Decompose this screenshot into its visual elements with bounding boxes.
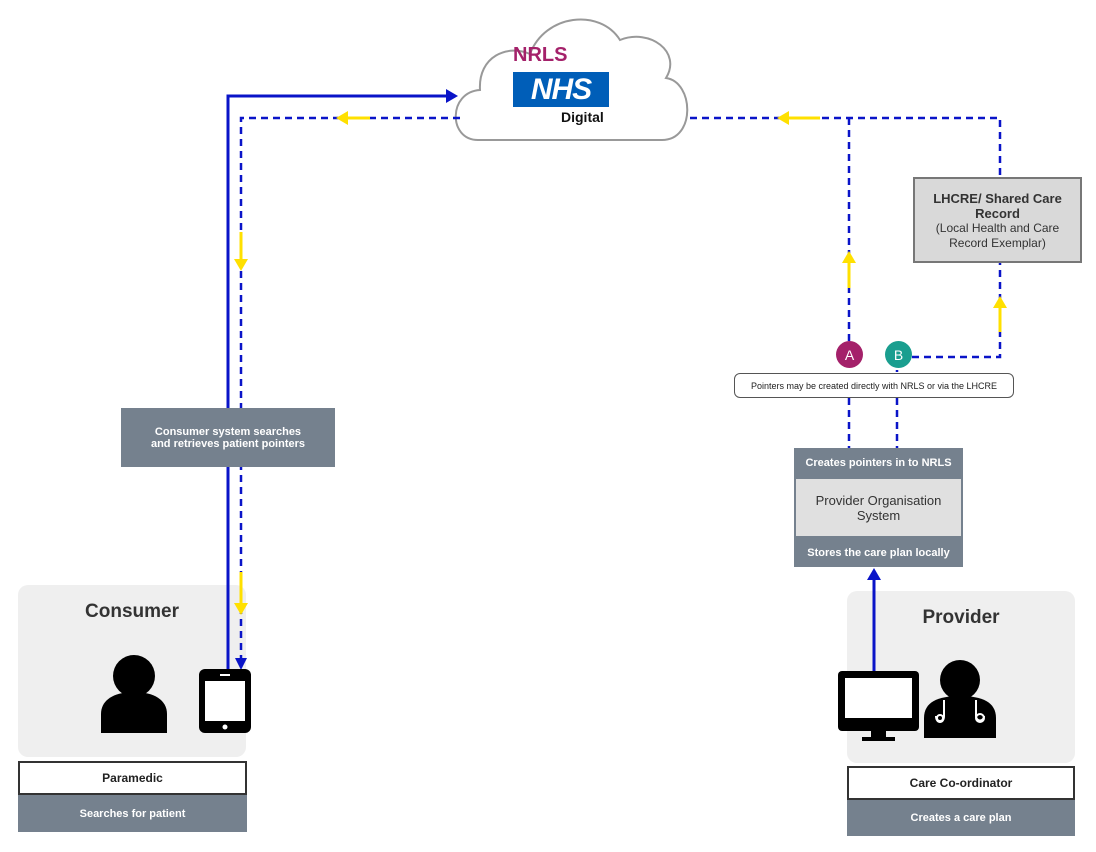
pointer-note: Pointers may be created directly with NR…	[734, 373, 1014, 398]
nrls-top-right-line	[690, 116, 1002, 178]
consumer-retrieve-line	[239, 116, 460, 662]
provider-panel-title: Provider	[922, 607, 1000, 628]
consumer-search-note: Consumer system searches and retrieves p…	[121, 408, 335, 467]
badge-a: A	[836, 341, 863, 368]
consumer-role: Paramedic	[18, 761, 247, 795]
badge-b: B	[885, 341, 912, 368]
provider-system-name: Provider Organisation System	[815, 492, 942, 523]
consumer-action: Searches for patient	[18, 795, 247, 832]
system-header: Creates pointers in to NRLS	[794, 448, 963, 477]
provider-system-box: Provider Organisation System	[794, 477, 963, 538]
pointer-path-b	[912, 263, 1002, 359]
lhcre-box: LHCRE/ Shared Care Record (Local Health …	[913, 177, 1082, 263]
doctor-icon	[924, 660, 996, 738]
yellow-flow-arrows	[234, 111, 1007, 615]
nhs-digital-label: Digital	[561, 109, 604, 125]
provider-action: Creates a care plan	[847, 800, 1075, 836]
nhs-logo-text: NHS	[530, 72, 592, 106]
nrls-title: NRLS	[513, 44, 568, 66]
lhcre-subtitle: (Local Health and Care Record Exemplar)	[935, 221, 1060, 250]
tablet-icon	[199, 669, 251, 733]
system-footer: Stores the care plan locally	[794, 538, 963, 567]
person-icon	[101, 655, 167, 733]
consumer-panel-title: Consumer	[85, 601, 179, 622]
nhs-logo: NHS	[513, 72, 609, 107]
lhcre-title: LHCRE/ Shared Care Record	[933, 191, 1062, 221]
provider-upload-arrowhead	[867, 568, 881, 580]
consumer-search-arrowhead	[446, 89, 458, 103]
monitor-icon	[838, 671, 919, 741]
consumer-search-line	[226, 94, 450, 672]
provider-role: Care Co-ordinator	[847, 766, 1075, 800]
consumer-retrieve-arrowhead	[235, 658, 247, 670]
